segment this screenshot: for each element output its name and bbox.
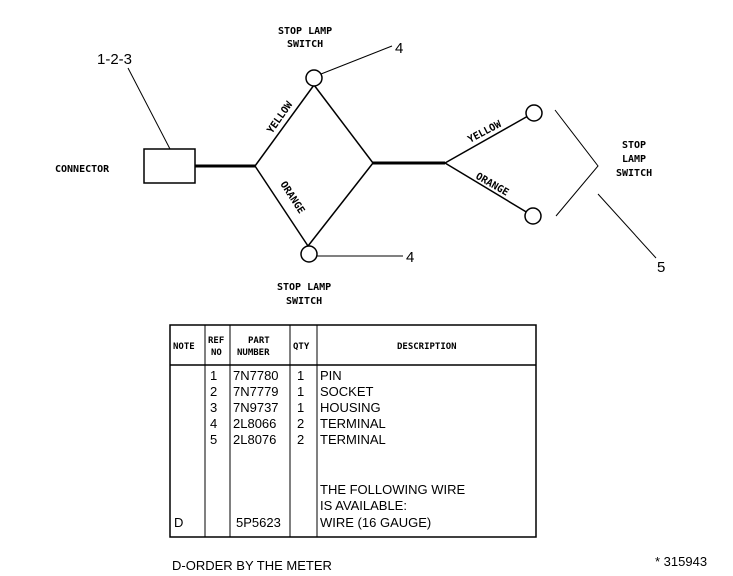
switch-bottom-label-line-2: SWITCH — [286, 296, 322, 307]
wire-note-line-2: IS AVAILABLE: — [320, 498, 407, 513]
row-4-part: 2L8066 — [233, 416, 276, 431]
wire-row-desc: WIRE (16 GAUGE) — [320, 515, 431, 530]
row-2-desc: SOCKET — [320, 384, 374, 399]
row-3-qty: 1 — [297, 400, 304, 415]
switch-right-label-line-2: LAMP — [622, 154, 646, 165]
row-2-part: 7N7779 — [233, 384, 279, 399]
row-4-ref: 4 — [210, 416, 217, 431]
wire-label-orange-left: ORANGE — [277, 180, 306, 216]
wire-orange-bottom-to-junction — [307, 162, 374, 247]
header-part-line-2: NUMBER — [237, 348, 270, 358]
header-description: DESCRIPTION — [397, 342, 457, 352]
wire-yellow-left — [254, 84, 315, 167]
switch-top-label-line-1: STOP LAMP — [278, 26, 332, 37]
callout-top-number: 4 — [395, 40, 403, 57]
header-note: NOTE — [173, 342, 195, 352]
row-5-part: 2L8076 — [233, 432, 276, 447]
header-part-line-1: PART — [248, 336, 270, 346]
wire-row-note: D — [174, 515, 183, 530]
wire-orange-right — [444, 162, 529, 214]
wire-row-part: 5P5623 — [236, 515, 281, 530]
row-1-part: 7N7780 — [233, 368, 279, 383]
parts-table-frame — [169, 324, 537, 538]
connector-label: CONNECTOR — [55, 164, 110, 175]
row-4-desc: TERMINAL — [320, 416, 386, 431]
header-ref-line-1: REF — [208, 336, 224, 346]
footer-note: D-ORDER BY THE METER — [172, 558, 332, 573]
connector-body — [143, 148, 196, 184]
row-1-desc: PIN — [320, 368, 342, 383]
callout-leader-right — [597, 193, 657, 259]
terminal-right-bottom — [524, 207, 542, 225]
header-qty: QTY — [293, 342, 310, 352]
row-5-ref: 5 — [210, 432, 217, 447]
callout-bottom-number: 4 — [406, 249, 414, 266]
row-5-desc: TERMINAL — [320, 432, 386, 447]
terminal-bottom — [300, 245, 318, 263]
row-2-qty: 1 — [297, 384, 304, 399]
terminal-right-top — [525, 104, 543, 122]
row-2-ref: 2 — [210, 384, 217, 399]
connector-callout: 1-2-3 — [97, 51, 132, 68]
wire-yellow-top-to-junction — [313, 84, 374, 164]
switch-right-label-line-3: SWITCH — [616, 168, 652, 179]
row-4-qty: 2 — [297, 416, 304, 431]
wire-note-line-1: THE FOLLOWING WIRE — [320, 482, 466, 497]
switch-right-label-line-1: STOP — [622, 140, 646, 151]
parts-table: NOTE REF NO PART NUMBER QTY DESCRIPTION … — [169, 324, 537, 538]
callout-leader-top — [320, 45, 393, 75]
row-1-ref: 1 — [210, 368, 217, 383]
row-3-ref: 3 — [210, 400, 217, 415]
wire-yellow-right — [444, 115, 529, 164]
row-1-qty: 1 — [297, 368, 304, 383]
terminal-top — [305, 69, 323, 87]
header-ref-line-2: NO — [211, 348, 222, 358]
row-3-part: 7N9737 — [233, 400, 279, 415]
connector-leader-line — [127, 67, 171, 150]
row-3-desc: HOUSING — [320, 400, 381, 415]
callout-right-number: 5 — [657, 259, 665, 276]
switch-right-bracket — [554, 109, 599, 217]
illustration-number: * 315943 — [655, 554, 707, 569]
switch-bottom-label-line-1: STOP LAMP — [277, 282, 331, 293]
switch-top-label-line-2: SWITCH — [287, 39, 323, 50]
wire-orange-left — [254, 165, 309, 247]
wire-label-orange-right: ORANGE — [474, 171, 511, 199]
row-5-qty: 2 — [297, 432, 304, 447]
